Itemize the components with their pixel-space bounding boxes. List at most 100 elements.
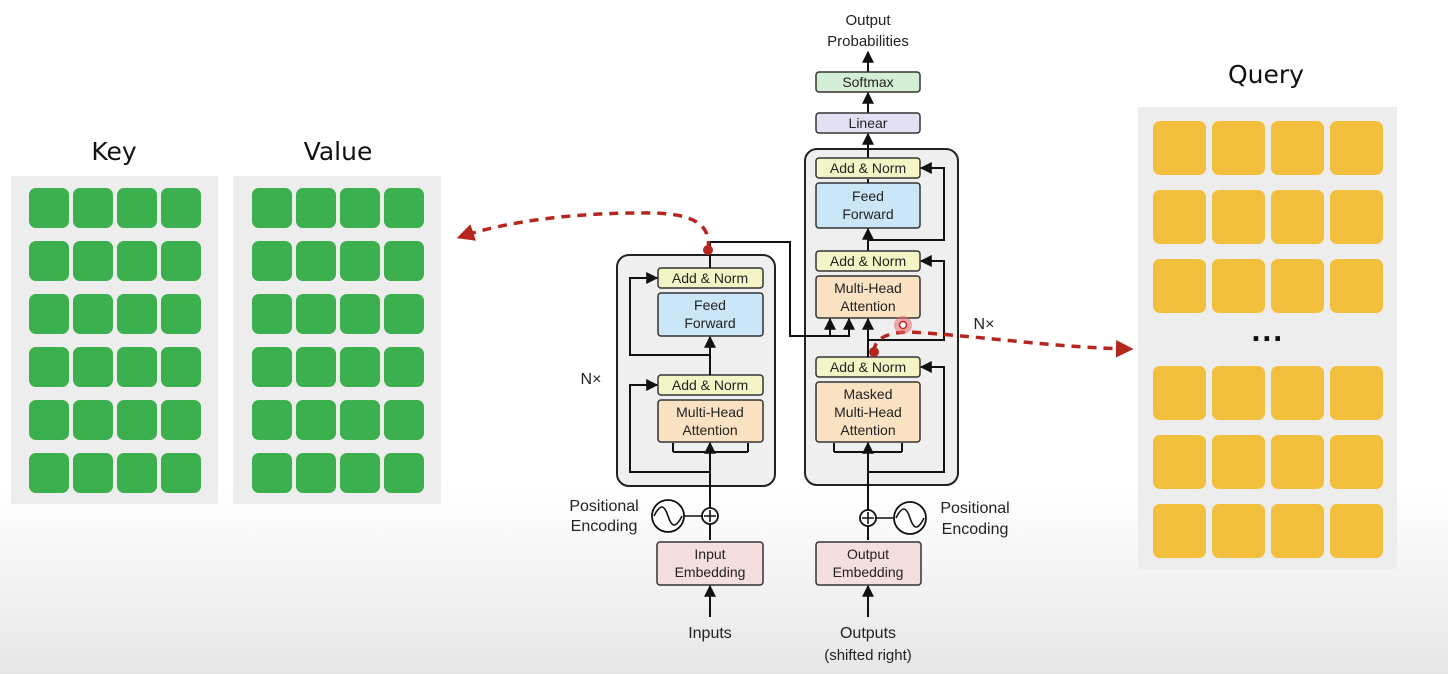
output-embedding-label-1: Output [847,546,889,562]
encoder-attention-label-2: Attention [682,422,737,438]
query-cell [1271,259,1324,313]
value-cell [384,294,424,334]
key-cell [117,400,157,440]
output-probabilities-label-1: Output [845,12,891,29]
value-cell [384,453,424,493]
inputs-label: Inputs [688,625,732,642]
query-grid-top [1153,121,1383,313]
query-annotation-arrow [872,330,1134,358]
value-cell [340,188,380,228]
value-cell [252,241,292,281]
key-cell [29,294,69,334]
decoder-add-norm-2-label: Add & Norm [830,253,906,269]
key-cell [161,400,201,440]
decoder-masked-attention-label-1: Masked [843,386,892,402]
key-cell [117,294,157,334]
encoder-attention-label-1: Multi-Head [676,404,744,420]
encoder-attention-branches [672,443,749,462]
query-cell [1271,435,1324,489]
decoder-positional-label-2: Encoding [942,521,1009,538]
key-cell [73,400,113,440]
encoder-sine-wave [653,506,683,526]
key-cell [29,400,69,440]
query-cell [1330,121,1383,175]
query-cell [1330,504,1383,558]
value-panel [233,176,441,504]
decoder-plus-glyph [862,512,874,524]
decoder-masked-attention-label-3: Attention [840,422,895,438]
query-cell [1330,190,1383,244]
query-cell [1330,435,1383,489]
decoder-masked-branches [833,443,903,462]
key-value-source-dot [703,245,713,255]
query-cell [1153,121,1206,175]
value-cell [296,400,336,440]
decoder-add-norm-1-label: Add & Norm [830,359,906,375]
query-cell [1212,366,1265,420]
encoder-feed-forward-label-2: Forward [684,315,735,331]
key-panel [11,176,218,504]
encoder-residual-2 [629,272,710,356]
key-cell [29,453,69,493]
query-panel [1138,107,1397,569]
query-cell [1212,190,1265,244]
encoder-residual-1 [629,379,710,473]
key-cell [117,347,157,387]
query-cell [1153,435,1206,489]
encoder-positional-label-1: Positional [569,498,638,515]
query-cell [1212,121,1265,175]
encoder-add-norm-2-label: Add & Norm [672,270,748,286]
value-cell [296,453,336,493]
query-cell [1212,504,1265,558]
decoder-sine-wave [895,508,925,528]
value-title: Value [303,137,373,166]
value-cell [384,188,424,228]
value-cell [384,241,424,281]
softmax-label: Softmax [842,74,893,90]
query-source-dot [869,347,879,357]
value-cell [296,241,336,281]
output-probabilities-label-2: Probabilities [827,33,909,50]
key-cell [161,347,201,387]
key-cell [161,294,201,334]
query-ellipsis: ... [1251,318,1284,348]
decoder-positional-label-1: Positional [940,500,1009,517]
outputs-label-2: (shifted right) [824,647,912,664]
value-cell [340,294,380,334]
decoder-masked-attention-label-2: Multi-Head [834,404,902,420]
query-cell [1153,366,1206,420]
encoder-add-norm-1-label: Add & Norm [672,377,748,393]
query-title: Query [1228,60,1304,89]
decoder-repeat-label: N× [974,316,995,333]
value-cell [252,347,292,387]
query-grid-bottom [1153,366,1383,558]
decoder-residual-3 [868,162,945,241]
query-cell [1153,190,1206,244]
query-cell [1212,259,1265,313]
value-cell [252,294,292,334]
value-cell [296,188,336,228]
key-title: Key [91,137,137,166]
key-cell [73,453,113,493]
value-cell [296,347,336,387]
query-cell [1271,190,1324,244]
decoder-cross-attention-label-1: Multi-Head [834,280,902,296]
decoder-cross-attention-label-2: Attention [840,298,895,314]
input-embedding-label-2: Embedding [675,564,746,580]
key-cell [117,453,157,493]
value-cell [252,453,292,493]
query-cell [1271,504,1324,558]
key-cell [161,453,201,493]
value-cell [384,400,424,440]
decoder-residual-1 [868,361,945,473]
value-cell [340,241,380,281]
decoder-residual-2 [868,255,945,341]
decoder-add-norm-3-label: Add & Norm [830,160,906,176]
key-cell [73,241,113,281]
decoder-feed-forward-label-2: Forward [842,206,893,222]
key-cell [29,188,69,228]
value-cell [384,347,424,387]
key-cell [117,241,157,281]
key-cell [73,188,113,228]
